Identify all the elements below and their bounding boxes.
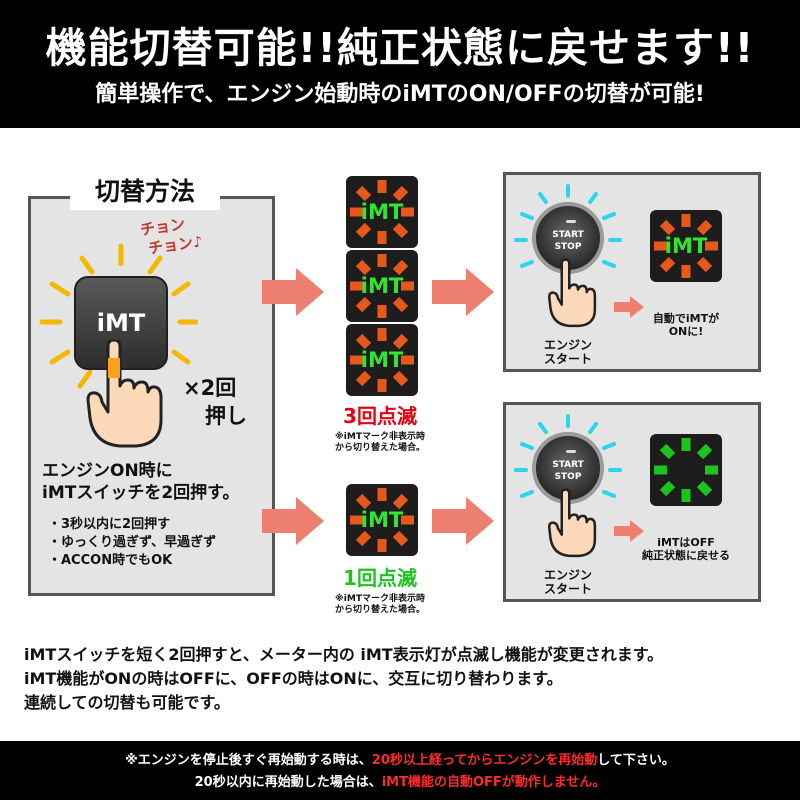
method-heading: 切替方法 — [94, 177, 195, 206]
footer-text: 20秒以内に再始動した場合は、 — [194, 775, 382, 790]
footer-text: ※エンジンを停止後すぐ再始動する時は、 — [125, 753, 372, 768]
method-heading-background — [70, 174, 220, 210]
imt-lamp-label: iMT — [360, 508, 404, 532]
imt-lamp-orange: iMT — [346, 324, 418, 396]
result-line: iMTはOFF — [657, 536, 715, 549]
times-label: ×2回 — [183, 376, 237, 400]
tip-item: ・3秒以内に2回押す — [48, 517, 171, 532]
imt-lamp-on: iMT — [650, 210, 722, 282]
instruction-line-2: iMTスイッチを2回押す。 — [42, 483, 240, 503]
start-button-slot — [566, 450, 576, 453]
engine-text: エンジン — [543, 568, 592, 582]
description-line-2: iMT機能がONの時はOFFに、OFFの時はONに、交互に切り替わります。 — [24, 669, 563, 688]
blink-one-label: 1回点滅 — [343, 566, 417, 590]
arrow-right-icon — [432, 268, 494, 316]
arrow-right-icon — [262, 268, 324, 316]
instruction-line-1: エンジンON時に — [42, 461, 173, 481]
tips-list: ・3秒以内に2回押す ・ゆっくり過ぎず、早過ぎず ・ACCON時でもOK — [48, 516, 216, 570]
footer-line-1: ※エンジンを停止後すぐ再始動する時は、20秒以上経ってからエンジンを再始動して下… — [0, 749, 800, 768]
page-subtitle: 簡単操作で、エンジン始動時のiMTのON/OFFの切替が可能! — [95, 82, 705, 107]
on-result-text: 自動でiMTが ONに! — [631, 312, 741, 338]
cyan-burst-icon — [514, 414, 622, 498]
imt-lamp-off — [650, 434, 722, 506]
engine-text: スタート — [543, 352, 592, 366]
result-line: 自動でiMTが — [652, 312, 720, 325]
note-line-1: ※iMTマーク非表示時 から切り替えた場合。 — [320, 432, 440, 454]
start-label: START — [552, 230, 584, 240]
imt-lamp-label: iMT — [360, 200, 404, 224]
footer-banner — [0, 741, 800, 800]
note-text: から切り替えた場合。 — [334, 605, 425, 615]
engine-text: エンジン — [543, 338, 592, 352]
imt-lamp-orange: iMT — [346, 176, 418, 248]
stop-label: STOP — [554, 242, 582, 252]
description-line-1: iMTスイッチを短く2回押すと、メーター内の iMT表示灯が点滅し機能が変更され… — [24, 645, 664, 664]
stop-label: STOP — [554, 472, 582, 482]
imt-lamp-orange: iMT — [346, 484, 418, 556]
page-title: 機能切替可能!!純正状態に戻せます!! — [45, 24, 755, 72]
engine-text: スタート — [543, 582, 592, 596]
off-result-text: iMTはOFF 純正状態に戻せる — [631, 536, 741, 562]
imt-lamp-label: iMT — [360, 274, 404, 298]
footer-line-2: 20秒以内に再始動した場合は、iMT機能の自動OFFが動作しません。 — [0, 771, 800, 790]
arrow-right-small-icon — [614, 296, 644, 318]
note-text: ※iMTマーク非表示時 — [335, 594, 425, 604]
imt-lamp-label: iMT — [360, 348, 404, 372]
result-line: ONに! — [668, 325, 704, 338]
start-label: START — [552, 460, 584, 470]
tip-item: ・ACCON時でもOK — [48, 553, 173, 568]
press-burst-icon — [39, 243, 198, 389]
note-text: から切り替えた場合。 — [334, 443, 425, 453]
footer-highlight: iMT機能の自動OFFが動作しません。 — [381, 775, 606, 790]
pointing-finger-icon — [86, 340, 163, 448]
tip-item: ・ゆっくり過ぎず、早過ぎず — [48, 535, 217, 550]
pointing-finger-icon — [548, 488, 597, 558]
note-text: ※iMTマーク非表示時 — [335, 432, 425, 442]
arrow-right-icon — [262, 497, 324, 545]
footer-highlight: 20秒以上経ってからエンジンを再始動 — [371, 753, 598, 768]
imt-lamp-orange: iMT — [346, 250, 418, 322]
result-line: 純正状態に戻せる — [642, 549, 730, 562]
engine-start-label: エンジン スタート — [528, 568, 608, 596]
blink-three-label: 3回点滅 — [343, 404, 417, 428]
pointing-finger-icon — [548, 258, 597, 328]
cyan-burst-icon — [514, 184, 622, 268]
imt-switch-key: iMT — [74, 276, 168, 370]
note-line-2: ※iMTマーク非表示時 から切り替えた場合。 — [320, 594, 440, 616]
header-banner — [0, 0, 800, 128]
arrow-right-small-icon — [614, 520, 644, 542]
description-line-3: 連続しての切替も可能です。 — [24, 693, 230, 712]
imt-lamp-label: iMT — [664, 234, 708, 258]
footer-text: して下さい。 — [597, 753, 675, 768]
arrow-right-icon — [432, 497, 494, 545]
start-button-slot — [566, 220, 576, 223]
push-label: 押し — [205, 404, 247, 428]
engine-start-label: エンジン スタート — [528, 338, 608, 366]
